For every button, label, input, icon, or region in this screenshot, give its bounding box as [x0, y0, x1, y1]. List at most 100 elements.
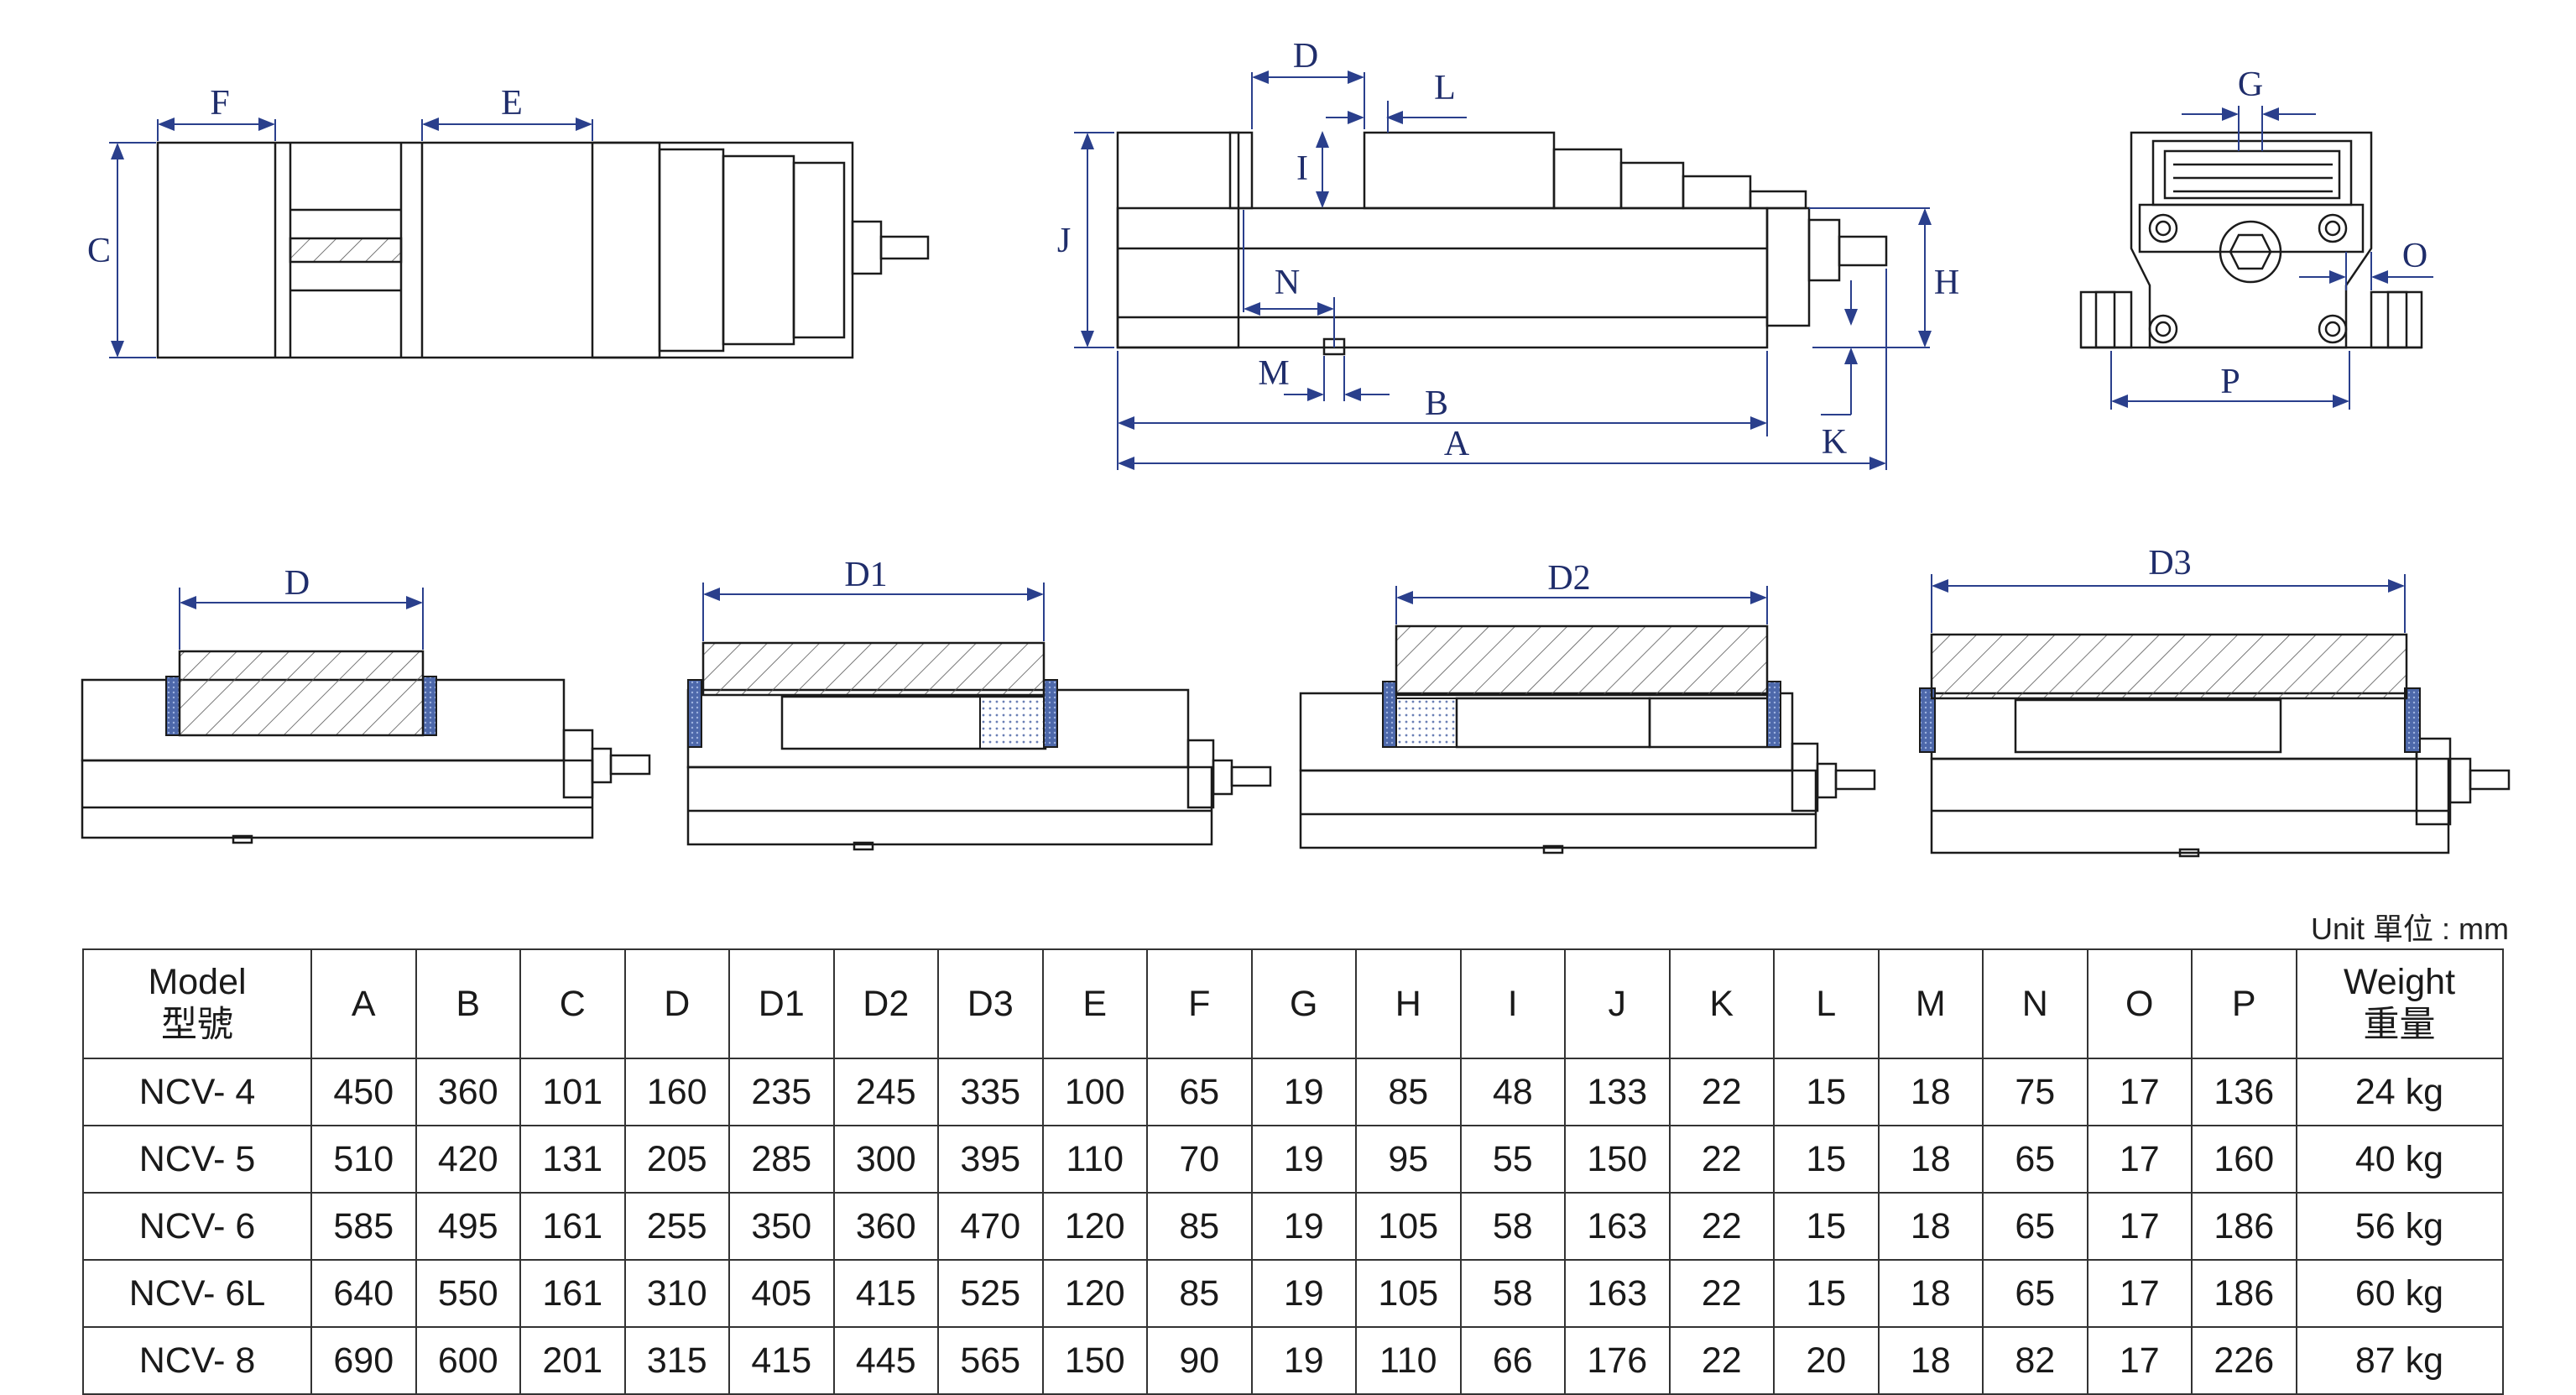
cell-value: 565 — [937, 1326, 1044, 1395]
cell-value: 15 — [1773, 1192, 1880, 1261]
cell-value: 120 — [1041, 1192, 1148, 1261]
cell-value: 19 — [1250, 1259, 1357, 1328]
cell-value: 161 — [519, 1192, 626, 1261]
cell-value: 65 — [1982, 1192, 2088, 1261]
cell-value: 20 — [1773, 1326, 1880, 1395]
cell-value: 160 — [623, 1058, 730, 1126]
cell-value: 235 — [728, 1058, 835, 1126]
cell-value: 18 — [1877, 1058, 1984, 1126]
cell-value: 66 — [1459, 1326, 1566, 1395]
dim-label-J: J — [1057, 222, 1071, 260]
cell-value: 186 — [2191, 1259, 2297, 1328]
cell-weight: 40 kg — [2295, 1125, 2504, 1194]
dim-label-H: H — [1934, 264, 1959, 302]
cell-value: 105 — [1355, 1259, 1462, 1328]
cell-weight: 24 kg — [2295, 1058, 2504, 1126]
dim-label-D-config: D — [284, 564, 310, 603]
cell-value: 255 — [623, 1192, 730, 1261]
cell-model: NCV- 6 — [82, 1192, 312, 1261]
cell-value: 360 — [832, 1192, 939, 1261]
dim-label-M: M — [1258, 354, 1289, 393]
cell-value: 405 — [728, 1259, 835, 1328]
cell-value: 85 — [1355, 1058, 1462, 1126]
cell-value: 85 — [1146, 1192, 1253, 1261]
header-col: P — [2191, 948, 2297, 1059]
cell-value: 18 — [1877, 1326, 1984, 1395]
cell-value: 415 — [832, 1259, 939, 1328]
cell-value: 90 — [1146, 1326, 1253, 1395]
cell-value: 600 — [415, 1326, 521, 1395]
cell-weight: 60 kg — [2295, 1259, 2504, 1328]
cell-value: 18 — [1877, 1192, 1984, 1261]
cell-value: 245 — [832, 1058, 939, 1126]
cell-value: 15 — [1773, 1125, 1880, 1194]
jaw-config-d1: D1 — [686, 556, 1272, 851]
header-col: K — [1668, 948, 1775, 1059]
header-col: J — [1564, 948, 1671, 1059]
cell-value: 18 — [1877, 1125, 1984, 1194]
cell-value: 19 — [1250, 1058, 1357, 1126]
cell-value: 150 — [1041, 1326, 1148, 1395]
jaw-config-d3: D3 — [1919, 544, 2511, 858]
cell-value: 525 — [937, 1259, 1044, 1328]
dim-label-K: K — [1822, 423, 1847, 462]
cell-value: 310 — [623, 1259, 730, 1328]
cell-value: 22 — [1668, 1259, 1775, 1328]
cell-value: 205 — [623, 1125, 730, 1194]
cell-value: 17 — [2086, 1125, 2193, 1194]
cell-value: 22 — [1668, 1326, 1775, 1395]
dim-label-D1: D1 — [844, 556, 887, 594]
dim-label-D3: D3 — [2148, 544, 2191, 583]
header-col: M — [1877, 948, 1984, 1059]
cell-value: 22 — [1668, 1058, 1775, 1126]
cell-value: 48 — [1459, 1058, 1566, 1126]
cell-value: 350 — [728, 1192, 835, 1261]
cell-value: 85 — [1146, 1259, 1253, 1328]
cell-value: 58 — [1459, 1259, 1566, 1328]
cell-value: 415 — [728, 1326, 835, 1395]
header-col: O — [2086, 948, 2193, 1059]
cell-value: 17 — [2086, 1326, 2193, 1395]
cell-model: NCV- 5 — [82, 1125, 312, 1194]
end-view: G O P — [2079, 65, 2433, 410]
cell-value: 18 — [1877, 1259, 1984, 1328]
cell-value: 19 — [1250, 1326, 1357, 1395]
cell-value: 186 — [2191, 1192, 2297, 1261]
cell-value: 470 — [937, 1192, 1044, 1261]
cell-value: 133 — [1564, 1058, 1671, 1126]
cell-value: 495 — [415, 1192, 521, 1261]
dim-label-D: D — [1293, 37, 1318, 76]
header-weight-en: Weight — [2343, 962, 2456, 1003]
cell-value: 75 — [1982, 1058, 2088, 1126]
cell-value: 15 — [1773, 1058, 1880, 1126]
cell-value: 550 — [415, 1259, 521, 1328]
cell-value: 136 — [2191, 1058, 2297, 1126]
cell-weight: 56 kg — [2295, 1192, 2504, 1261]
unit-note: Unit 單位 : mm — [2310, 912, 2509, 946]
cell-value: 510 — [310, 1125, 417, 1194]
cell-value: 176 — [1564, 1326, 1671, 1395]
header-model-en: Model — [148, 962, 247, 1003]
cell-value: 17 — [2086, 1192, 2193, 1261]
dim-label-A: A — [1444, 425, 1470, 463]
cell-value: 161 — [519, 1259, 626, 1328]
dim-label-N: N — [1275, 264, 1300, 302]
cell-value: 55 — [1459, 1125, 1566, 1194]
cell-value: 17 — [2086, 1259, 2193, 1328]
cell-value: 65 — [1982, 1259, 2088, 1328]
cell-value: 335 — [937, 1058, 1044, 1126]
dim-label-C: C — [87, 232, 111, 270]
cell-value: 300 — [832, 1125, 939, 1194]
dim-label-O: O — [2402, 237, 2427, 275]
dim-label-B: B — [1425, 384, 1448, 423]
cell-value: 450 — [310, 1058, 417, 1126]
header-col: H — [1355, 948, 1462, 1059]
dim-label-L: L — [1434, 69, 1456, 107]
